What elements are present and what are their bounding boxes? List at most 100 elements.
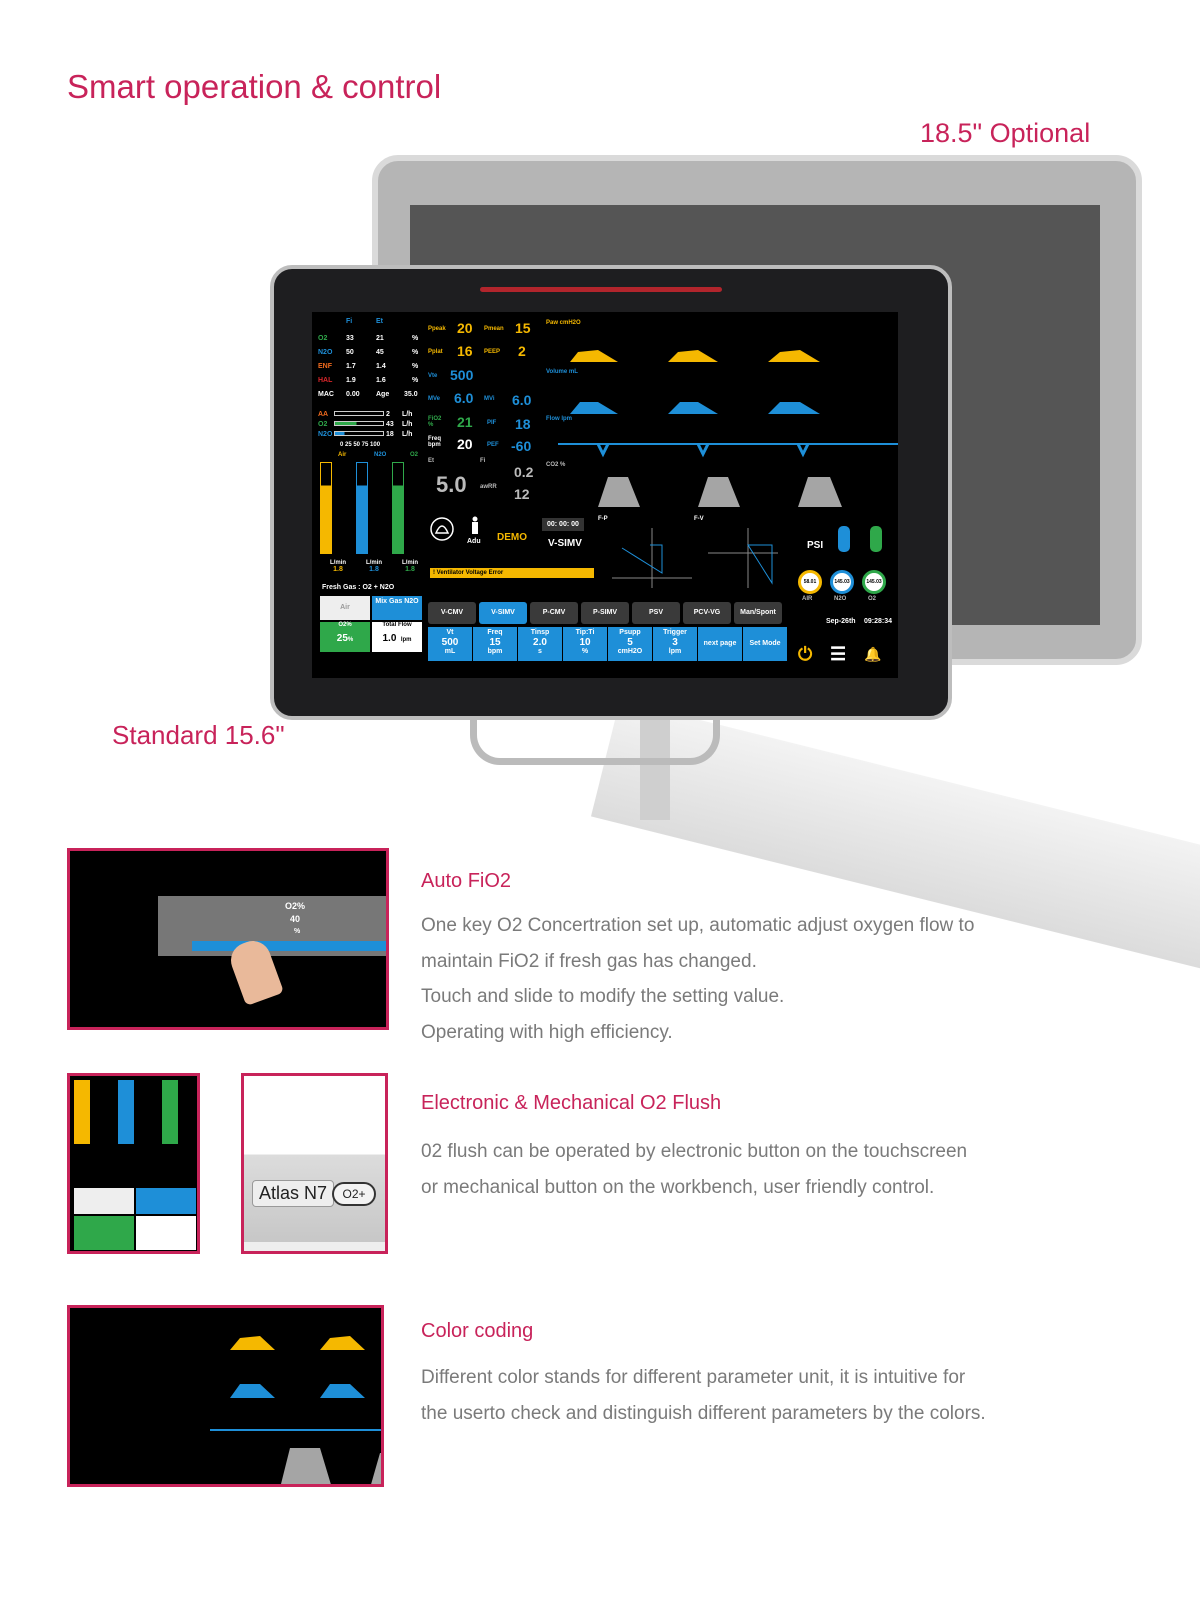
- param-value: 5: [627, 637, 633, 648]
- auto-fio2-thumbnail: O2% 40 %: [67, 848, 389, 1030]
- set-mode-button[interactable]: Set Mode: [743, 627, 787, 661]
- gas-unit: %: [412, 377, 419, 384]
- aa-flow-bar: [334, 411, 384, 416]
- alarm-message[interactable]: ! Ventilator Voltage Error: [430, 568, 594, 578]
- et-label: Et: [428, 458, 434, 464]
- mode-man-spont[interactable]: Man/Spont: [734, 602, 782, 624]
- mvi-value: 6.0: [512, 392, 532, 408]
- param-value: 15: [489, 637, 501, 648]
- mac-label: MAC: [318, 391, 334, 398]
- feature-text: maintain FiO2 if fresh gas has changed.: [421, 950, 757, 972]
- flow-unit: L/h: [401, 431, 413, 438]
- mode-p-cmv[interactable]: P-CMV: [530, 602, 578, 624]
- n2o-cylinder-icon: [838, 526, 850, 552]
- awrr-label: awRR: [480, 484, 497, 490]
- air-pressure-gauge: 58.01: [798, 570, 822, 594]
- flow-unit: L/h: [401, 411, 413, 418]
- o2-value: 25: [336, 633, 348, 644]
- param-label: Trigger: [663, 629, 687, 636]
- feature-title: Auto FiO2: [421, 870, 512, 892]
- demo-label: DEMO: [497, 532, 527, 543]
- flow-value: 43: [385, 421, 394, 428]
- pef-label: PEF: [487, 442, 499, 448]
- air-button[interactable]: Air: [320, 596, 370, 620]
- fio2-value: 21: [457, 414, 473, 430]
- mode-p-simv[interactable]: P-SIMV: [581, 602, 629, 624]
- co2-wave-label: CO2 %: [546, 462, 566, 468]
- standard-size-label: Standard 15.6": [112, 720, 285, 750]
- next-page-button[interactable]: next page: [698, 627, 742, 661]
- mode-psv[interactable]: PSV: [632, 602, 680, 624]
- gas-name: ENF: [318, 363, 332, 370]
- mode-pcv-vg[interactable]: PCV-VG: [683, 602, 731, 624]
- flow-name: AA: [318, 411, 329, 418]
- feature-text: or mechanical button on the workbench, u…: [421, 1176, 935, 1198]
- thumb-waveforms: [210, 1336, 381, 1484]
- power-icon[interactable]: ⏻: [798, 644, 813, 664]
- n2o-flowmeter: [356, 462, 368, 554]
- flow-unit: L/h: [401, 421, 413, 428]
- adult-patient-icon: [472, 516, 478, 534]
- fico2-value: 0.2: [514, 464, 534, 480]
- gas-et: 45: [376, 349, 384, 356]
- param-value: 10: [579, 637, 591, 648]
- time: 09:28:34: [864, 618, 893, 625]
- air-flowmeter: [320, 462, 332, 554]
- timer: 00: 00: 00: [542, 518, 584, 531]
- param-label: Tinsp: [530, 629, 550, 636]
- ppeak-label: Ppeak: [428, 326, 446, 332]
- param-label: Tip:Ti: [575, 629, 595, 636]
- gas-fi: 50: [346, 349, 354, 356]
- waveforms: [558, 350, 898, 507]
- gas-unit: %: [412, 335, 419, 342]
- gas-fi: 33: [346, 335, 354, 342]
- thumb-o2-unit: %: [294, 928, 301, 935]
- o2-percent-setting[interactable]: O2% 25%: [320, 622, 370, 652]
- mac-value: 0.00: [346, 391, 360, 398]
- gas-et: 1.4: [376, 363, 386, 370]
- o2-label: O2%: [338, 622, 352, 628]
- alarm-silence-icon[interactable]: 🔔: [864, 646, 882, 662]
- gas-name: N2O: [318, 349, 333, 356]
- param-value: 2.0: [533, 637, 547, 648]
- feature-text: One key O2 Concertration set up, automat…: [421, 915, 975, 936]
- gas-unit: %: [412, 349, 419, 356]
- gas-et: 21: [376, 335, 384, 342]
- n2o-pressure-gauge: 145.03: [830, 570, 854, 594]
- peep-value: 2: [518, 343, 526, 359]
- gauge-label: O2: [868, 596, 877, 602]
- pplat-label: Pplat: [428, 349, 443, 355]
- mve-label: MVe: [428, 396, 441, 402]
- mode-v-simv[interactable]: V-SIMV: [479, 602, 527, 624]
- alarm-bell-icon[interactable]: [430, 517, 454, 541]
- gas-name: O2: [318, 335, 328, 342]
- param-label: Vt: [446, 629, 454, 636]
- mode-v-cmv[interactable]: V-CMV: [428, 602, 476, 624]
- o2-cylinder-icon: [870, 526, 882, 552]
- mix-gas-button[interactable]: Mix Gas N2O: [372, 596, 422, 620]
- awrr-value: 12: [514, 486, 530, 502]
- age-value: 35.0: [404, 391, 418, 398]
- menu-icon[interactable]: ☰: [830, 644, 847, 664]
- total-flow-label: Total Flow: [382, 622, 412, 628]
- feature-title: Color coding: [421, 1320, 534, 1342]
- o2-slider[interactable]: [192, 941, 386, 951]
- flow-value: 1.8: [405, 566, 415, 573]
- feature-title: Electronic & Mechanical O2 Flush: [421, 1092, 722, 1114]
- pef-value: -60: [511, 438, 532, 454]
- volume-wave-label: Volume mL: [546, 369, 578, 375]
- thumb-o2-label: O2%: [285, 901, 306, 911]
- o2-unit: %: [347, 637, 354, 643]
- o2-flush-button[interactable]: O2+: [332, 1182, 376, 1206]
- vte-value: 500: [450, 367, 474, 383]
- flow-name: O2: [318, 421, 328, 428]
- thumb-o2-value: 40: [290, 914, 301, 924]
- param-value: 500: [441, 637, 459, 648]
